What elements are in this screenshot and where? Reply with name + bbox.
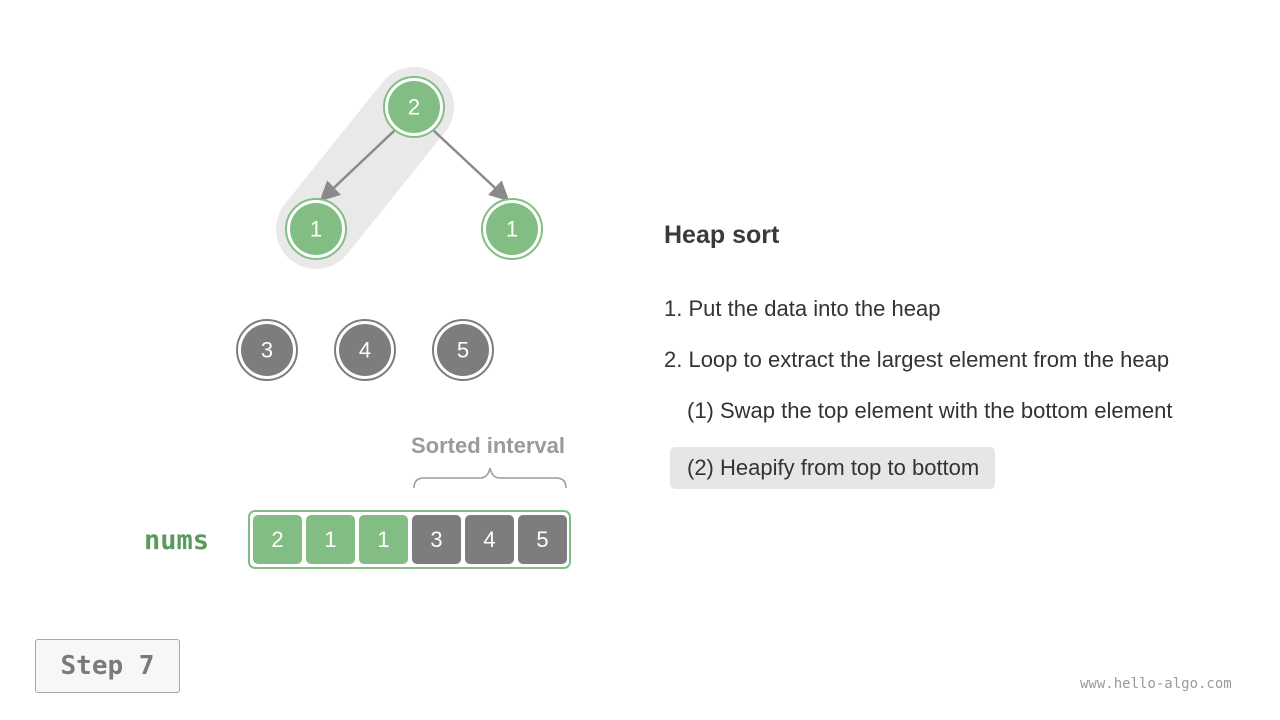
step-2-sub-2-active: (2) Heapify from top to bottom [670,447,996,489]
array-cell-0: 2 [253,515,302,564]
step-2-sub-1: (1) Swap the top element with the bottom… [687,398,1173,423]
heap-node-left-label: 1 [310,217,322,242]
heap-node-root-label: 2 [408,95,420,120]
step-badge: Step 7 [35,639,180,693]
array-cell-3: 3 [412,515,461,564]
array-cell-3-label: 3 [430,527,442,552]
explanation-panel: Heap sort 1. Put the data into the heap … [664,216,1244,510]
watermark: www.hello-algo.com [1080,676,1232,692]
array-name: nums [144,525,209,556]
array-cell-1: 1 [306,515,355,564]
array-cell-2: 1 [359,515,408,564]
heap-edge-root-left [319,129,396,202]
removed-node-5: 5 [432,319,494,381]
heap-node-right-label: 1 [506,217,518,242]
panel-title: Heap sort [664,221,780,249]
heap-node-left: 1 [285,198,347,260]
array-cell-2-label: 1 [377,527,389,552]
sorted-interval-brace [413,467,567,489]
removed-node-3-label: 3 [261,338,273,363]
step-2: 2. Loop to extract the largest element f… [664,347,1170,372]
array-cell-1-label: 1 [324,527,336,552]
heap-edge-root-right [432,129,510,202]
removed-node-4-label: 4 [359,338,371,363]
step-1: 1. Put the data into the heap [664,296,941,321]
array-cell-0-label: 2 [271,527,283,552]
heap-node-right: 1 [481,198,543,260]
heap-node-root: 2 [383,76,445,138]
array-cell-5: 5 [518,515,567,564]
removed-node-5-label: 5 [457,338,469,363]
array-cell-4: 4 [465,515,514,564]
removed-node-3: 3 [236,319,298,381]
sorted-interval-label: Sorted interval [411,433,565,458]
array-cell-5-label: 5 [536,527,548,552]
array-cell-4-label: 4 [483,527,495,552]
removed-node-4: 4 [334,319,396,381]
